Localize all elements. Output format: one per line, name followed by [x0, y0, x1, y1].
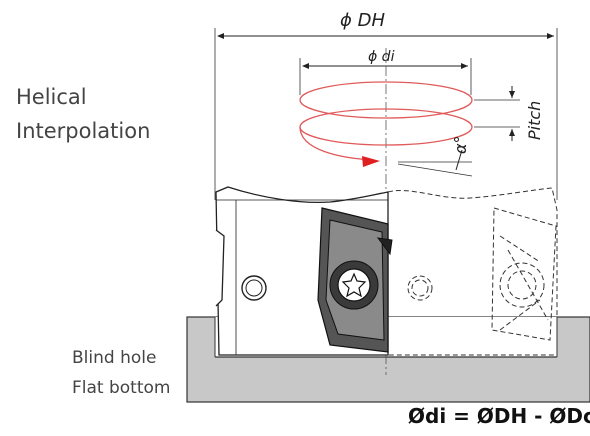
cutter-hidden-outline [387, 187, 558, 356]
di-label: ϕ di [368, 49, 395, 65]
pitch-dimension: Pitch [474, 86, 544, 141]
dh-label: ϕ DH [340, 10, 385, 31]
helical-label-line2: Interpolation [16, 119, 151, 143]
helix-direction-arrow [362, 156, 380, 167]
pitch-label: Pitch [525, 101, 544, 140]
body-screw-hole [241, 275, 267, 301]
front-insert [317, 207, 393, 353]
di-dimension: ϕ di [299, 49, 472, 95]
dh-dimension: ϕ DH [214, 10, 558, 200]
helix-path [299, 81, 473, 161]
helical-label-line1: Helical [16, 85, 87, 109]
blind-label-line2: Flat bottom [72, 378, 171, 398]
helical-interpolation-label: Helical Interpolation [16, 80, 150, 148]
angle-marker: α° [397, 135, 473, 177]
angle-label: α° [451, 135, 470, 154]
blind-label-line1: Blind hole [72, 348, 157, 368]
formula-text: Ødi = ØDH - ØDc [408, 404, 590, 428]
blind-hole-label: Blind hole Flat bottom [72, 343, 170, 403]
